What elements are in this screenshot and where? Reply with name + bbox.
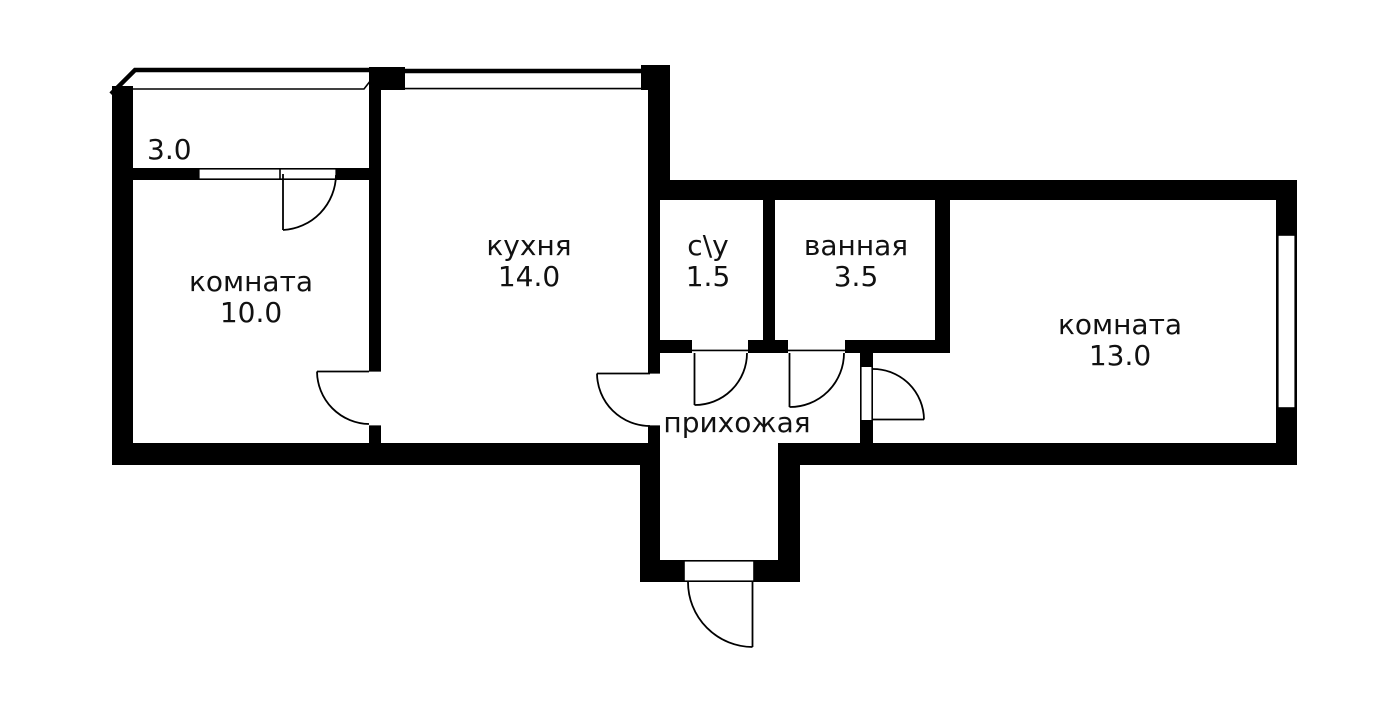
- room1-door-opening: [368, 370, 382, 427]
- kitchen-door: [596, 372, 651, 427]
- wall-top-exterior: [648, 180, 1297, 200]
- room1-door-jambs: [369, 370, 381, 427]
- wall-vestibule-left: [640, 443, 660, 582]
- room-label-room-1: комната 10.0: [189, 266, 313, 328]
- room2-window: [1277, 234, 1297, 409]
- room-area: 1.5: [685, 260, 731, 293]
- room-area: 3.0: [147, 133, 192, 166]
- balcony-parapet: [109, 67, 380, 96]
- wall-kitchen-right-upper: [648, 86, 670, 200]
- bathroom-door-arc: [789, 352, 845, 408]
- balcony-door-window-unit: [198, 168, 337, 181]
- room-name: кухня: [486, 229, 572, 262]
- wall-bottom-right-exterior: [778, 443, 1297, 465]
- room2-door: [872, 368, 925, 421]
- windows: [198, 68, 1297, 409]
- room-label-wc: с\у 1.5: [686, 230, 731, 292]
- wall-bottom-left-exterior: [112, 443, 660, 465]
- wall-wc-bathroom-divider: [763, 200, 775, 340]
- room-name: прихожая: [663, 406, 811, 439]
- door-openings: [368, 340, 873, 582]
- wall-block-top-left-of-kitchen-window: [369, 67, 405, 90]
- room2-door-jambs: [860, 367, 873, 420]
- room-name: комната: [1057, 308, 1183, 341]
- room-area: 3.5: [833, 260, 879, 293]
- balcony-door: [282, 174, 337, 231]
- room1-door: [316, 370, 370, 425]
- wall-room1-kitchen: [369, 86, 381, 443]
- kitchen-door-opening: [647, 372, 661, 427]
- room-name: комната: [188, 265, 314, 298]
- room-label-hallway: прихожая: [663, 407, 810, 438]
- wc-door-arc: [694, 352, 748, 406]
- wall-block-top-right-of-kitchen-window: [641, 65, 670, 90]
- wc-door: [693, 352, 748, 406]
- wall-left-exterior: [112, 86, 133, 465]
- room-area: 10.0: [219, 296, 283, 329]
- room2-door-arc: [872, 368, 925, 420]
- balcony-parapet-inner-line: [133, 70, 379, 90]
- room-name: ванная: [803, 229, 909, 262]
- entrance-door-opening: [683, 559, 755, 582]
- room-area: 13.0: [1088, 339, 1152, 372]
- balcony-parapet-outer-line: [109, 67, 380, 96]
- room1-door-arc: [316, 371, 370, 425]
- room-label-kitchen: кухня 14.0: [486, 230, 571, 292]
- wall-bathroom-right: [935, 198, 950, 353]
- doors: [282, 174, 925, 648]
- room-label-balcony: 3.0: [147, 134, 192, 165]
- entrance-door: [687, 581, 754, 648]
- room-label-bathroom: ванная 3.5: [804, 230, 908, 292]
- room-label-room-2: комната 13.0: [1058, 309, 1182, 371]
- room-name: с\у: [687, 229, 729, 262]
- balcony-door-arc: [282, 174, 337, 231]
- entrance-door-arc: [687, 581, 753, 648]
- room2-door-opening: [860, 367, 873, 420]
- room-area: 14.0: [497, 260, 561, 293]
- bathroom-door: [788, 352, 845, 408]
- wall-vestibule-right: [778, 443, 800, 582]
- kitchen-door-arc: [596, 373, 651, 427]
